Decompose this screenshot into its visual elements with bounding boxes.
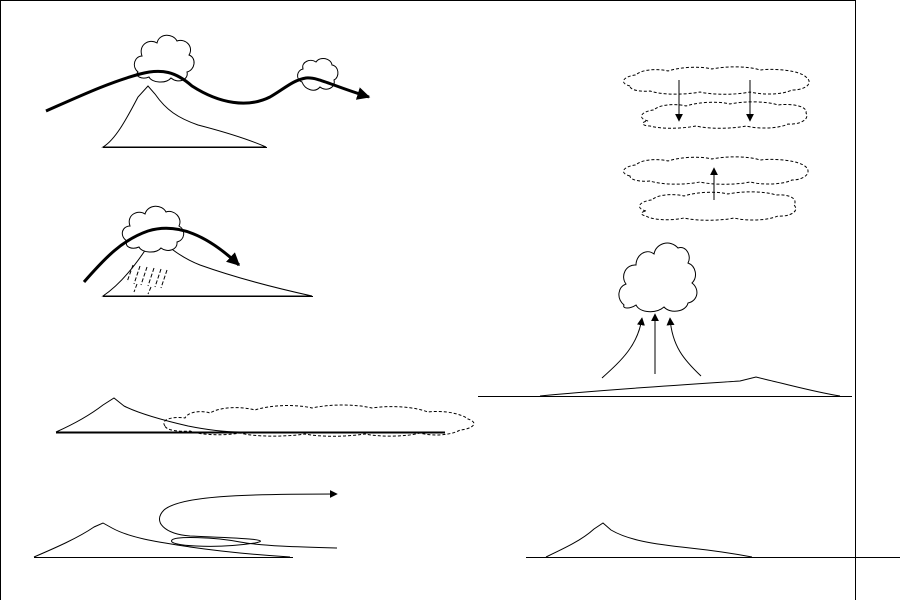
thermal-updraft-arrow [601,317,645,379]
mountain [55,397,445,434]
cumulus-cloud [618,242,698,313]
panel-thermal-convection [478,242,852,397]
mountain [101,237,313,297]
panel-valley-fog [55,397,475,437]
stratiform-layer-3 [622,156,809,185]
mountain [101,85,267,148]
panel-orographic-cloud-wave [45,34,371,148]
cloud-cap [133,34,195,83]
panel-recirculation [33,490,338,558]
airflow-arrow [45,69,371,113]
figure-frame [0,0,856,600]
ground-with-hill [478,376,852,397]
panel-orographic-rain [82,205,313,297]
recirculation-loop [158,490,338,549]
stratiform-layer-4 [638,191,797,221]
mountain [545,522,753,558]
panel-bare-mountain [526,522,900,558]
mountain [33,522,293,558]
fog-layer [163,404,475,437]
rain-streaks [126,264,168,295]
stratiform-layer-1 [622,66,810,95]
airflow-arrow [82,226,241,283]
thermal-updraft-arrow [666,317,702,377]
stratiform-layer-2 [640,101,808,129]
panel-stable-layers [622,66,810,221]
